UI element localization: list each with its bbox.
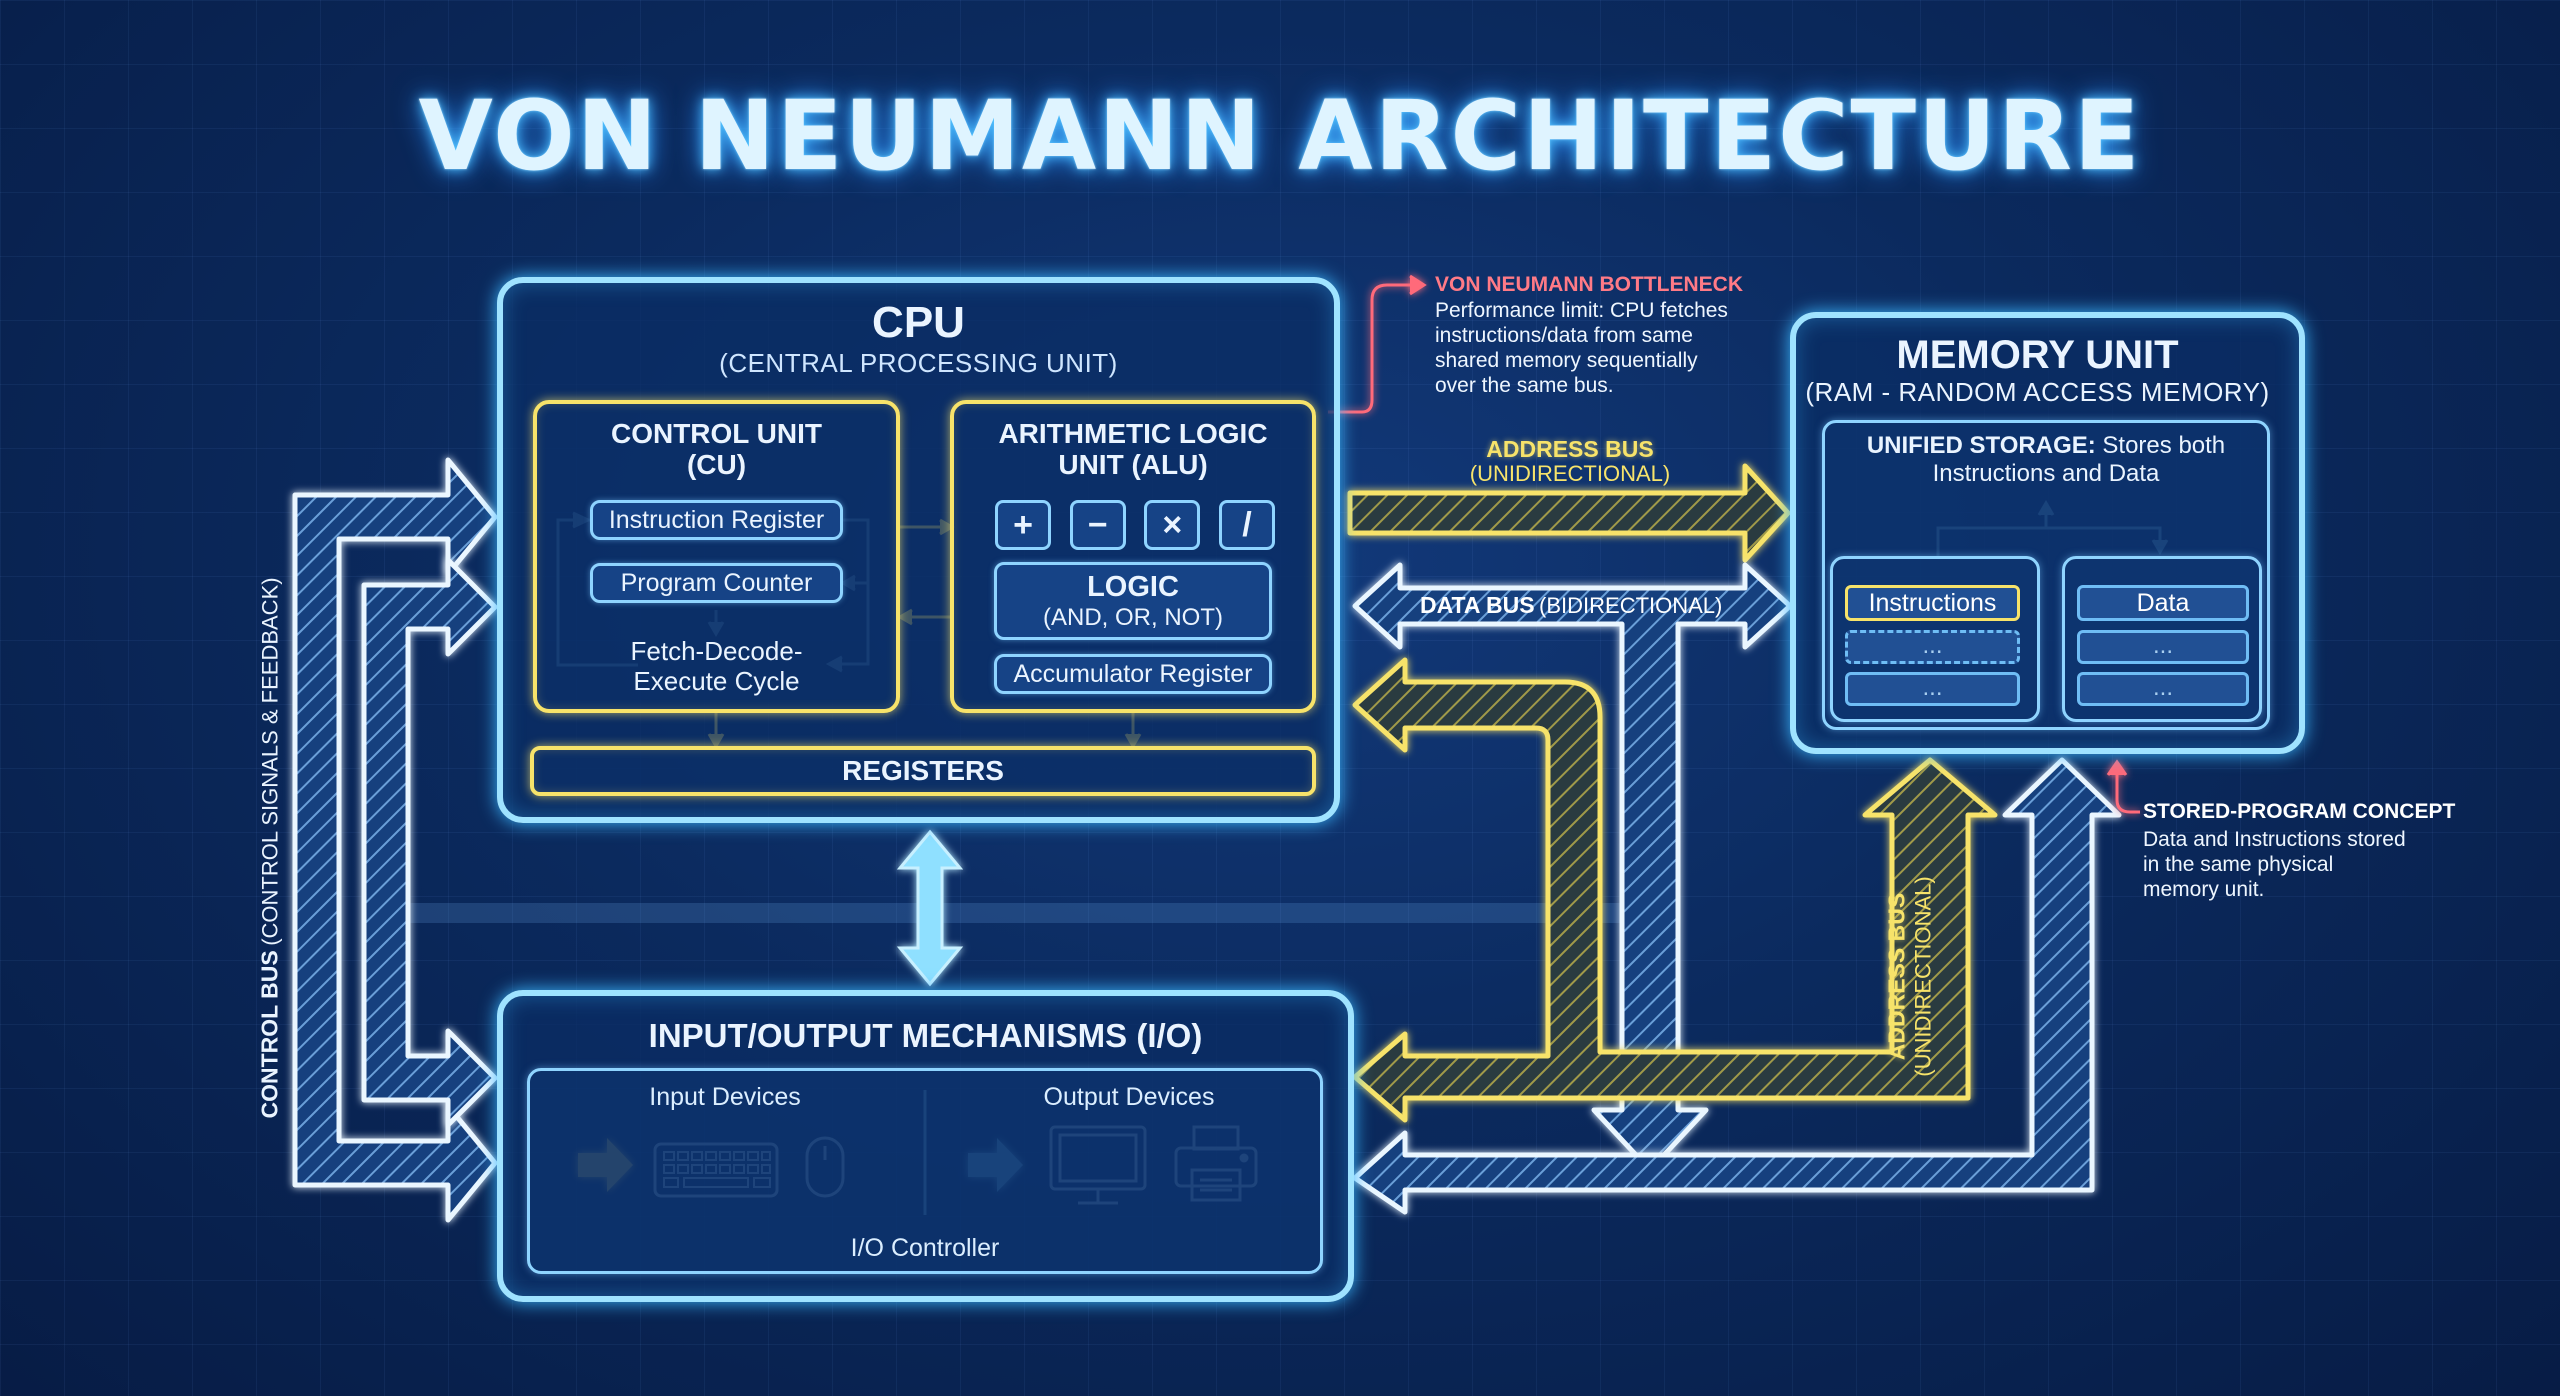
address-bus-loop xyxy=(1352,657,1998,1123)
accumulator-register: Accumulator Register xyxy=(994,654,1272,694)
registers-bar: REGISTERS xyxy=(530,746,1316,796)
data-bus-sub: (BIDIRECTIONAL) xyxy=(1539,593,1723,618)
data-bus-label-wrap: DATA BUS (BIDIRECTIONAL) xyxy=(1420,592,1722,619)
stored-program-title: STORED-PROGRAM CONCEPT xyxy=(2143,800,2456,823)
instruction-register: Instruction Register xyxy=(590,500,843,540)
stored-program-line2: in the same physical xyxy=(2143,853,2334,876)
alu-ops: + − × / xyxy=(995,500,1275,550)
logic-sub: (AND, OR, NOT) xyxy=(1043,604,1223,631)
instructions-slot: Instructions xyxy=(1845,585,2020,621)
alu-title-line1: ARITHMETIC LOGIC xyxy=(998,418,1268,449)
unified-storage-text-line1: UNIFIED STORAGE: Stores both xyxy=(1822,432,2270,460)
data-slot-3: ... xyxy=(2077,672,2249,706)
stored-program-line1: Data and Instructions stored xyxy=(2143,828,2406,851)
memory-io-bus xyxy=(1352,757,2122,1215)
address-bus-top-sub: (UNIDIRECTIONAL) xyxy=(1469,461,1671,486)
io-title: INPUT/OUTPUT MECHANISMS (I/O) xyxy=(648,1017,1203,1054)
registers-label: REGISTERS xyxy=(842,755,1004,786)
system-bus-glow xyxy=(400,903,1640,923)
address-bus-arrow xyxy=(1347,463,1791,563)
data-slot: Data xyxy=(2077,585,2249,621)
logic-title: LOGIC xyxy=(1087,571,1179,603)
instructions-slot-2: ... xyxy=(1845,630,2020,664)
memory-title: MEMORY UNIT xyxy=(1896,333,2179,377)
bottleneck-line1: Performance limit: CPU fetches xyxy=(1435,299,1728,322)
bottleneck-line3: shared memory sequentially xyxy=(1435,349,1698,372)
unified-storage-text-line2: Instructions and Data xyxy=(1932,460,2160,487)
address-bus-side-label-wrap: ADDRESS BUS (UNIDIRECTIONAL) xyxy=(1884,847,1937,1107)
control-bus-label-wrap: CONTROL BUS (CONTROL SIGNALS & FEEDBACK) xyxy=(256,577,284,1119)
input-devices-label: Input Devices xyxy=(649,1083,801,1111)
fetch-decode-execute-line1: Fetch-Decode- xyxy=(630,636,803,666)
bottleneck-line2: instructions/data from same xyxy=(1435,324,1693,347)
logic-box: LOGIC (AND, OR, NOT) xyxy=(994,562,1272,640)
bottleneck-title: VON NEUMANN BOTTLENECK xyxy=(1435,273,1743,296)
multiply-op: × xyxy=(1144,500,1201,550)
stored-program-connector xyxy=(2106,759,2140,814)
control-bus-inner xyxy=(361,557,498,1128)
memory-subtitle: (RAM - RANDOM ACCESS MEMORY) xyxy=(1805,377,2270,407)
control-bus-label: CONTROL BUS xyxy=(256,950,283,1119)
bottleneck-line4: over the same bus. xyxy=(1435,374,1614,397)
control-bus-sub: (CONTROL SIGNALS & FEEDBACK) xyxy=(257,577,283,946)
control-unit-abbr: (CU) xyxy=(686,449,747,480)
address-bus-side-label: ADDRESS BUS xyxy=(1883,892,1910,1061)
unified-storage-label: UNIFIED STORAGE: xyxy=(1866,432,2096,459)
divide-op: / xyxy=(1218,500,1275,550)
address-bus-side-sub: (UNIDIRECTIONAL) xyxy=(1910,876,1936,1077)
address-bus-top-label: ADDRESS BUS xyxy=(1486,436,1654,462)
minus-op: − xyxy=(1069,500,1126,550)
plus-op: + xyxy=(995,500,1051,550)
io-devices-panel xyxy=(527,1068,1323,1274)
alu-title-line2: UNIT (ALU) xyxy=(1058,449,1208,480)
control-unit-panel xyxy=(533,400,900,713)
stored-program-line3: memory unit. xyxy=(2143,878,2265,901)
data-bus-label: DATA BUS xyxy=(1420,592,1535,618)
cpu-subtitle: (CENTRAL PROCESSING UNIT) xyxy=(719,348,1118,378)
data-slot-2: ... xyxy=(2077,630,2249,664)
fetch-decode-execute-line2: Execute Cycle xyxy=(633,666,800,696)
instructions-slot-3: ... xyxy=(1845,672,2020,706)
bottleneck-connector xyxy=(1328,274,1427,414)
io-controller-label: I/O Controller xyxy=(850,1234,1000,1262)
control-bus-outer xyxy=(292,457,498,1223)
unified-storage-text1: Stores both xyxy=(2102,432,2226,459)
output-devices-label: Output Devices xyxy=(1043,1083,1215,1111)
page-title: VON NEUMANN ARCHITECTURE xyxy=(418,80,2142,192)
cpu-io-arrow xyxy=(896,829,964,987)
program-counter: Program Counter xyxy=(590,563,843,603)
data-bus-arrow xyxy=(1352,562,1793,1173)
control-unit-title: CONTROL UNIT xyxy=(610,418,823,449)
cpu-title: CPU xyxy=(872,298,965,347)
